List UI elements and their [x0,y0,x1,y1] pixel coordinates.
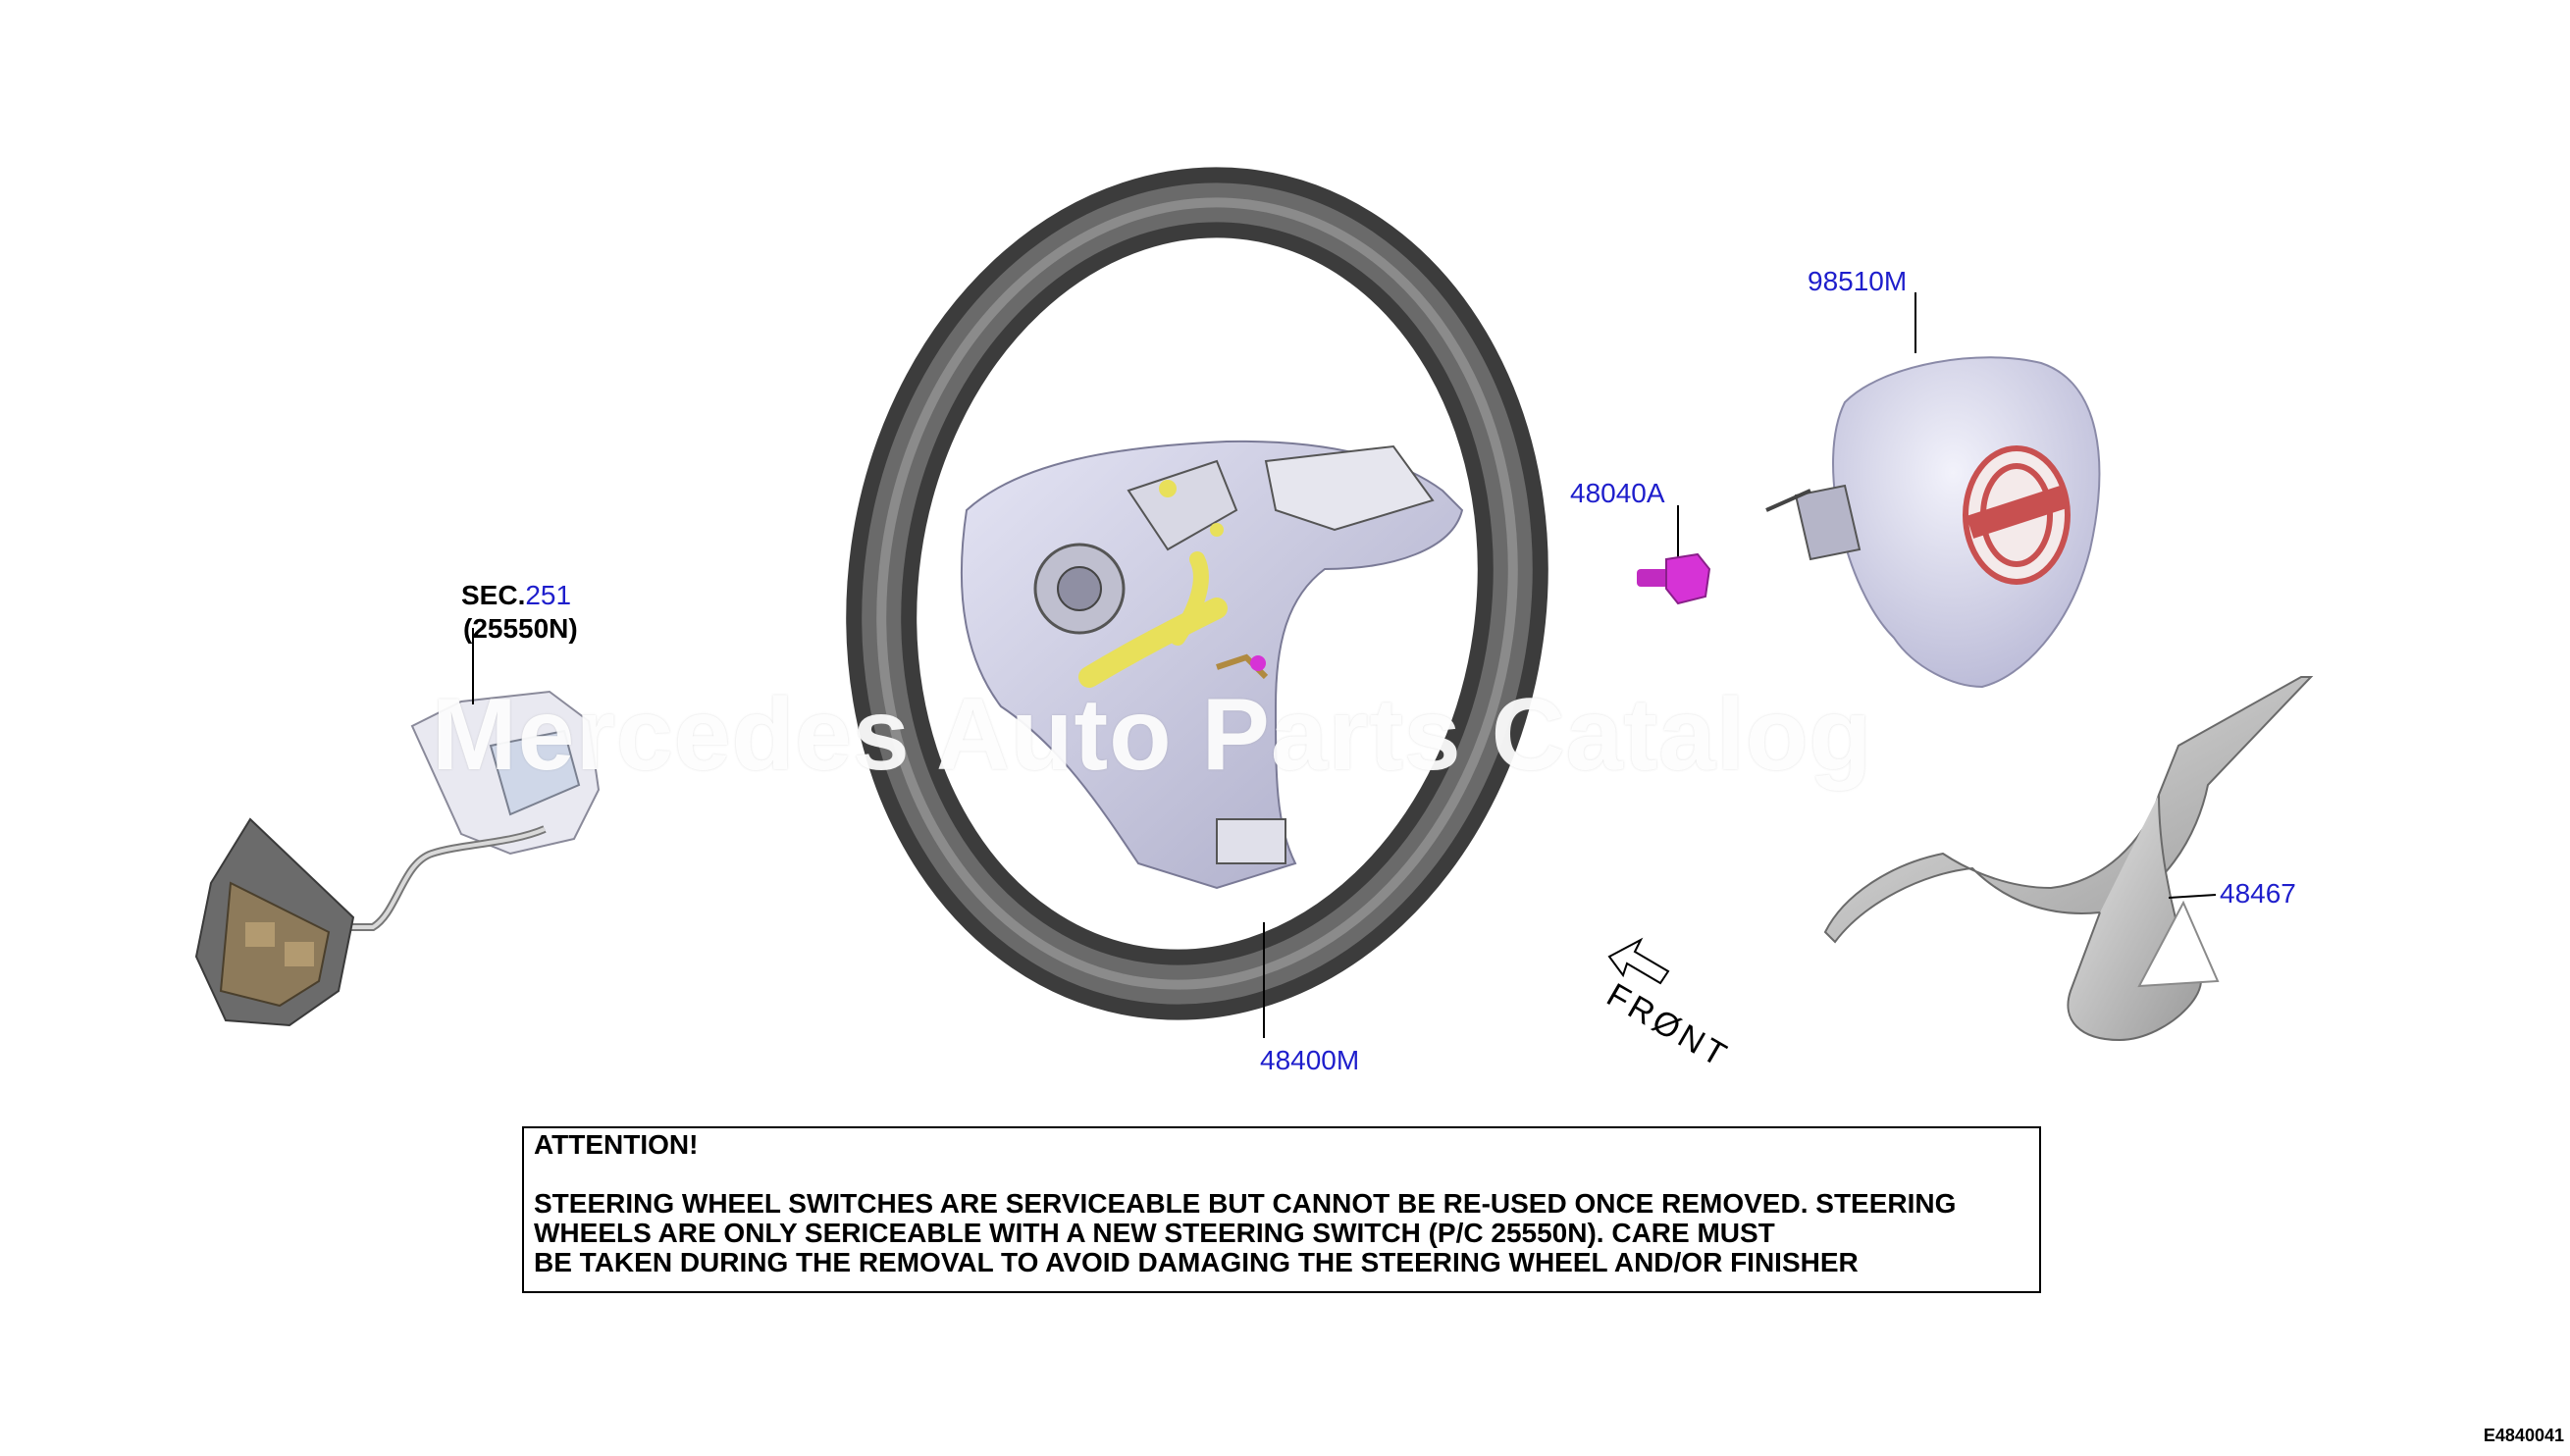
part-label-98510M[interactable]: 98510M [1808,266,1908,296]
diagram-code: E4840041 [2483,1426,2564,1445]
part-label-48400M[interactable]: 48400M [1260,1045,1360,1075]
attention-line-3: BE TAKEN DURING THE REMOVAL TO AVOID DAM… [534,1247,1859,1277]
sec-part-code: (25550N) [463,613,578,644]
steering-switch-assembly [194,628,601,1027]
attention-line-2: WHEELS ARE ONLY SERICEABLE WITH A NEW ST… [534,1218,1775,1248]
watermark-text: Mercedes Auto Parts Catalog [432,678,1872,792]
sec-reference[interactable]: SEC.251 [461,581,571,610]
attention-heading: ATTENTION! [534,1129,699,1160]
bolt-illustration [1637,505,1711,605]
sec-number-link[interactable]: 251 [525,580,572,610]
attention-notice: ATTENTION! STEERING WHEEL SWITCHES ARE S… [522,1126,2041,1293]
airbag-module-illustration [1765,292,2101,689]
finisher-illustration [1823,676,2314,1042]
front-arrow [1607,937,1670,985]
part-label-48040A[interactable]: 48040A [1570,478,1665,508]
steering-wheel-illustration [846,167,1548,1038]
sec-prefix: SEC. [461,580,526,610]
part-label-48467[interactable]: 48467 [2220,878,2296,909]
attention-line-1: STEERING WHEEL SWITCHES ARE SERVICEABLE … [534,1188,1957,1219]
